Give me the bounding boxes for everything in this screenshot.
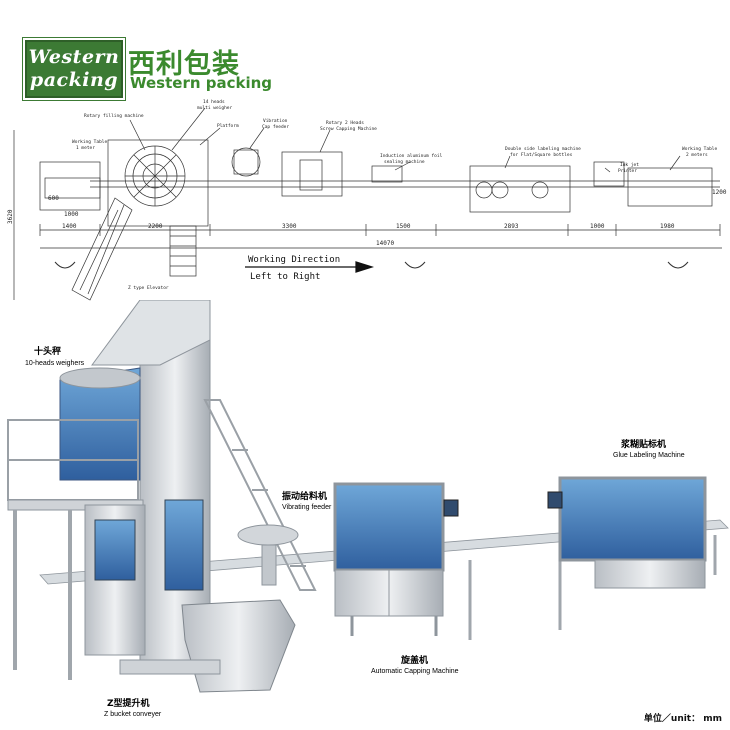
callout-foil-sealing-2: sealing machine (384, 159, 425, 165)
callout-working-table-left-2: 1 meter (76, 145, 95, 151)
unit-label: 单位／unit： mm (643, 714, 722, 724)
capper-label-en: Automatic Capping Machine (371, 668, 459, 675)
brand-name-en: Western packing (130, 74, 273, 92)
dim-1500: 1500 (396, 223, 411, 230)
dim-600: 600 (48, 195, 59, 202)
dim-2893: 2893 (504, 223, 519, 230)
multihead-weigher (7, 367, 146, 680)
machines-rendering: 十头秤 10-heads weighers 振动给料机 Vibrating fe… (7, 300, 729, 718)
dim-total-width: 14070 (376, 240, 394, 247)
logo-line-1: Western (28, 46, 120, 68)
conveyor-label-en: Z bucket conveyer (104, 711, 162, 718)
callout-weigher-1: 14 heads (203, 99, 225, 105)
dim-1000: 1000 (590, 223, 605, 230)
feeder-label-en: Vibrating feeder (282, 504, 332, 511)
feeder-label-cn: 振动给料机 (282, 490, 327, 502)
callout-labeling-1: Double side labeling machine (505, 146, 581, 152)
callout-printer-1: Ink jet (620, 162, 639, 168)
logo-line-2: packing (29, 69, 119, 91)
callout-capping-1: Rotary 2 Heads (326, 120, 364, 126)
callout-printer-2: Printer (618, 168, 637, 174)
capper-label-cn: 旋盖机 (400, 654, 428, 666)
z-elevator-column (91, 300, 317, 693)
dim-1200: 1200 (712, 189, 727, 196)
brand-name-cn: 西利包装 (128, 49, 240, 80)
dim-2200: 2200 (148, 223, 163, 230)
layout-plan-drawing: Working Table 1 meter Rotary filling mac… (7, 99, 727, 301)
dim-3300: 3300 (282, 223, 297, 230)
brand-logo: Western packing (25, 40, 123, 98)
direction-line-1: Working Direction (248, 255, 340, 265)
vibrating-feeder (237, 524, 299, 586)
callout-capping-2: Screw Capping Machine (320, 126, 377, 132)
callout-foil-sealing-1: Induction aluminum foil (380, 153, 443, 159)
callout-elevator: Z type Elevator (128, 285, 169, 291)
labeling-machine (547, 476, 707, 589)
dim-total-height: 3620 (7, 209, 14, 224)
direction-line-2: Left to Right (250, 272, 320, 282)
capping-machine (333, 482, 459, 636)
conveyor-label-cn: Z型提升机 (107, 697, 150, 709)
callout-platform: Platform (217, 123, 239, 129)
dim-1400: 1400 (62, 223, 77, 230)
dim-1000-top: 1000 (64, 211, 79, 218)
callout-working-table-right-2: 2 meters (686, 152, 708, 158)
weigher-label-cn: 十头秤 (34, 345, 61, 357)
callout-weigher-2: multi weigher (197, 105, 233, 111)
callout-working-table-right-1: Working Table (682, 146, 718, 152)
callout-cap-feeder-2: Cap feeder (262, 124, 289, 130)
dim-1980: 1980 (660, 223, 675, 230)
weigher-label-en: 10-heads weighers (25, 360, 85, 367)
callout-cap-feeder-1: Vibration (263, 118, 288, 124)
labeler-label-cn: 浆糊贴标机 (620, 438, 666, 450)
callout-rotary-filling: Rotary filling machine (84, 113, 144, 119)
callout-labeling-2: for Flat/Square bottles (510, 152, 573, 158)
callout-working-table-left-1: Working Table (72, 139, 108, 145)
labeler-label-en: Glue Labeling Machine (613, 452, 685, 459)
